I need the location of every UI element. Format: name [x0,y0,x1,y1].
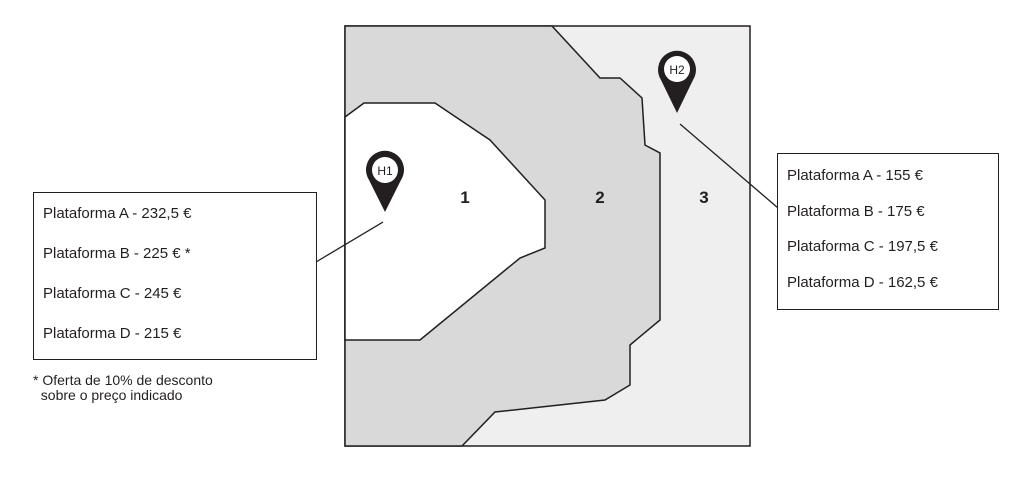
h2-price-row: Plataforma C - 197,5 € [787,238,938,255]
h2-marker-icon: H2 [658,50,696,113]
h2-price-row: Plataforma D - 162,5 € [787,274,938,291]
h1-price-row: Plataforma D - 215 € [43,325,182,342]
zone-3-label: 3 [699,188,708,207]
h1-price-row: Plataforma A - 232,5 € [43,205,192,222]
h2-price-box: Plataforma A - 155 € Plataforma B - 175 … [777,153,999,310]
h2-price-row: Plataforma B - 175 € [787,203,925,220]
h2-marker-label: H2 [669,63,685,77]
h1-marker-label: H1 [377,164,393,178]
h1-discount-footnote: * Oferta de 10% de desconto sobre o preç… [33,372,213,403]
h1-leader-line [315,221,384,263]
h1-price-box: Plataforma A - 232,5 € Plataforma B - 22… [33,192,317,360]
h1-price-row: Plataforma B - 225 € * [43,245,191,262]
h1-marker-icon: H1 [365,150,404,212]
h2-leader-line [679,123,779,209]
zone-2-label: 2 [595,188,604,207]
zone-1-label: 1 [460,188,469,207]
h1-price-row: Plataforma C - 245 € [43,285,182,302]
h2-price-row: Plataforma A - 155 € [787,167,923,184]
